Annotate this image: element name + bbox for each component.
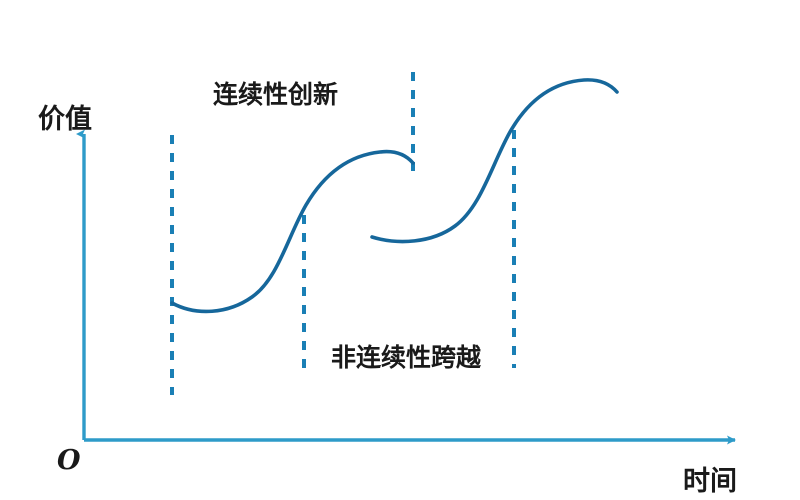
- second-s-curve: [370, 78, 619, 244]
- first-s-curve: [170, 149, 415, 314]
- x-axis-label: 时间: [683, 466, 737, 497]
- axes-group: [76, 129, 736, 445]
- annotation-discontinuous-leap: 非连续性跨越: [331, 343, 482, 372]
- y-axis-label: 价值: [38, 104, 92, 135]
- origin-label: O: [57, 445, 81, 476]
- annotation-continuous-innovation: 连续性创新: [213, 80, 339, 109]
- s-curves-group: [170, 78, 619, 314]
- guide-lines-group: [170, 72, 516, 395]
